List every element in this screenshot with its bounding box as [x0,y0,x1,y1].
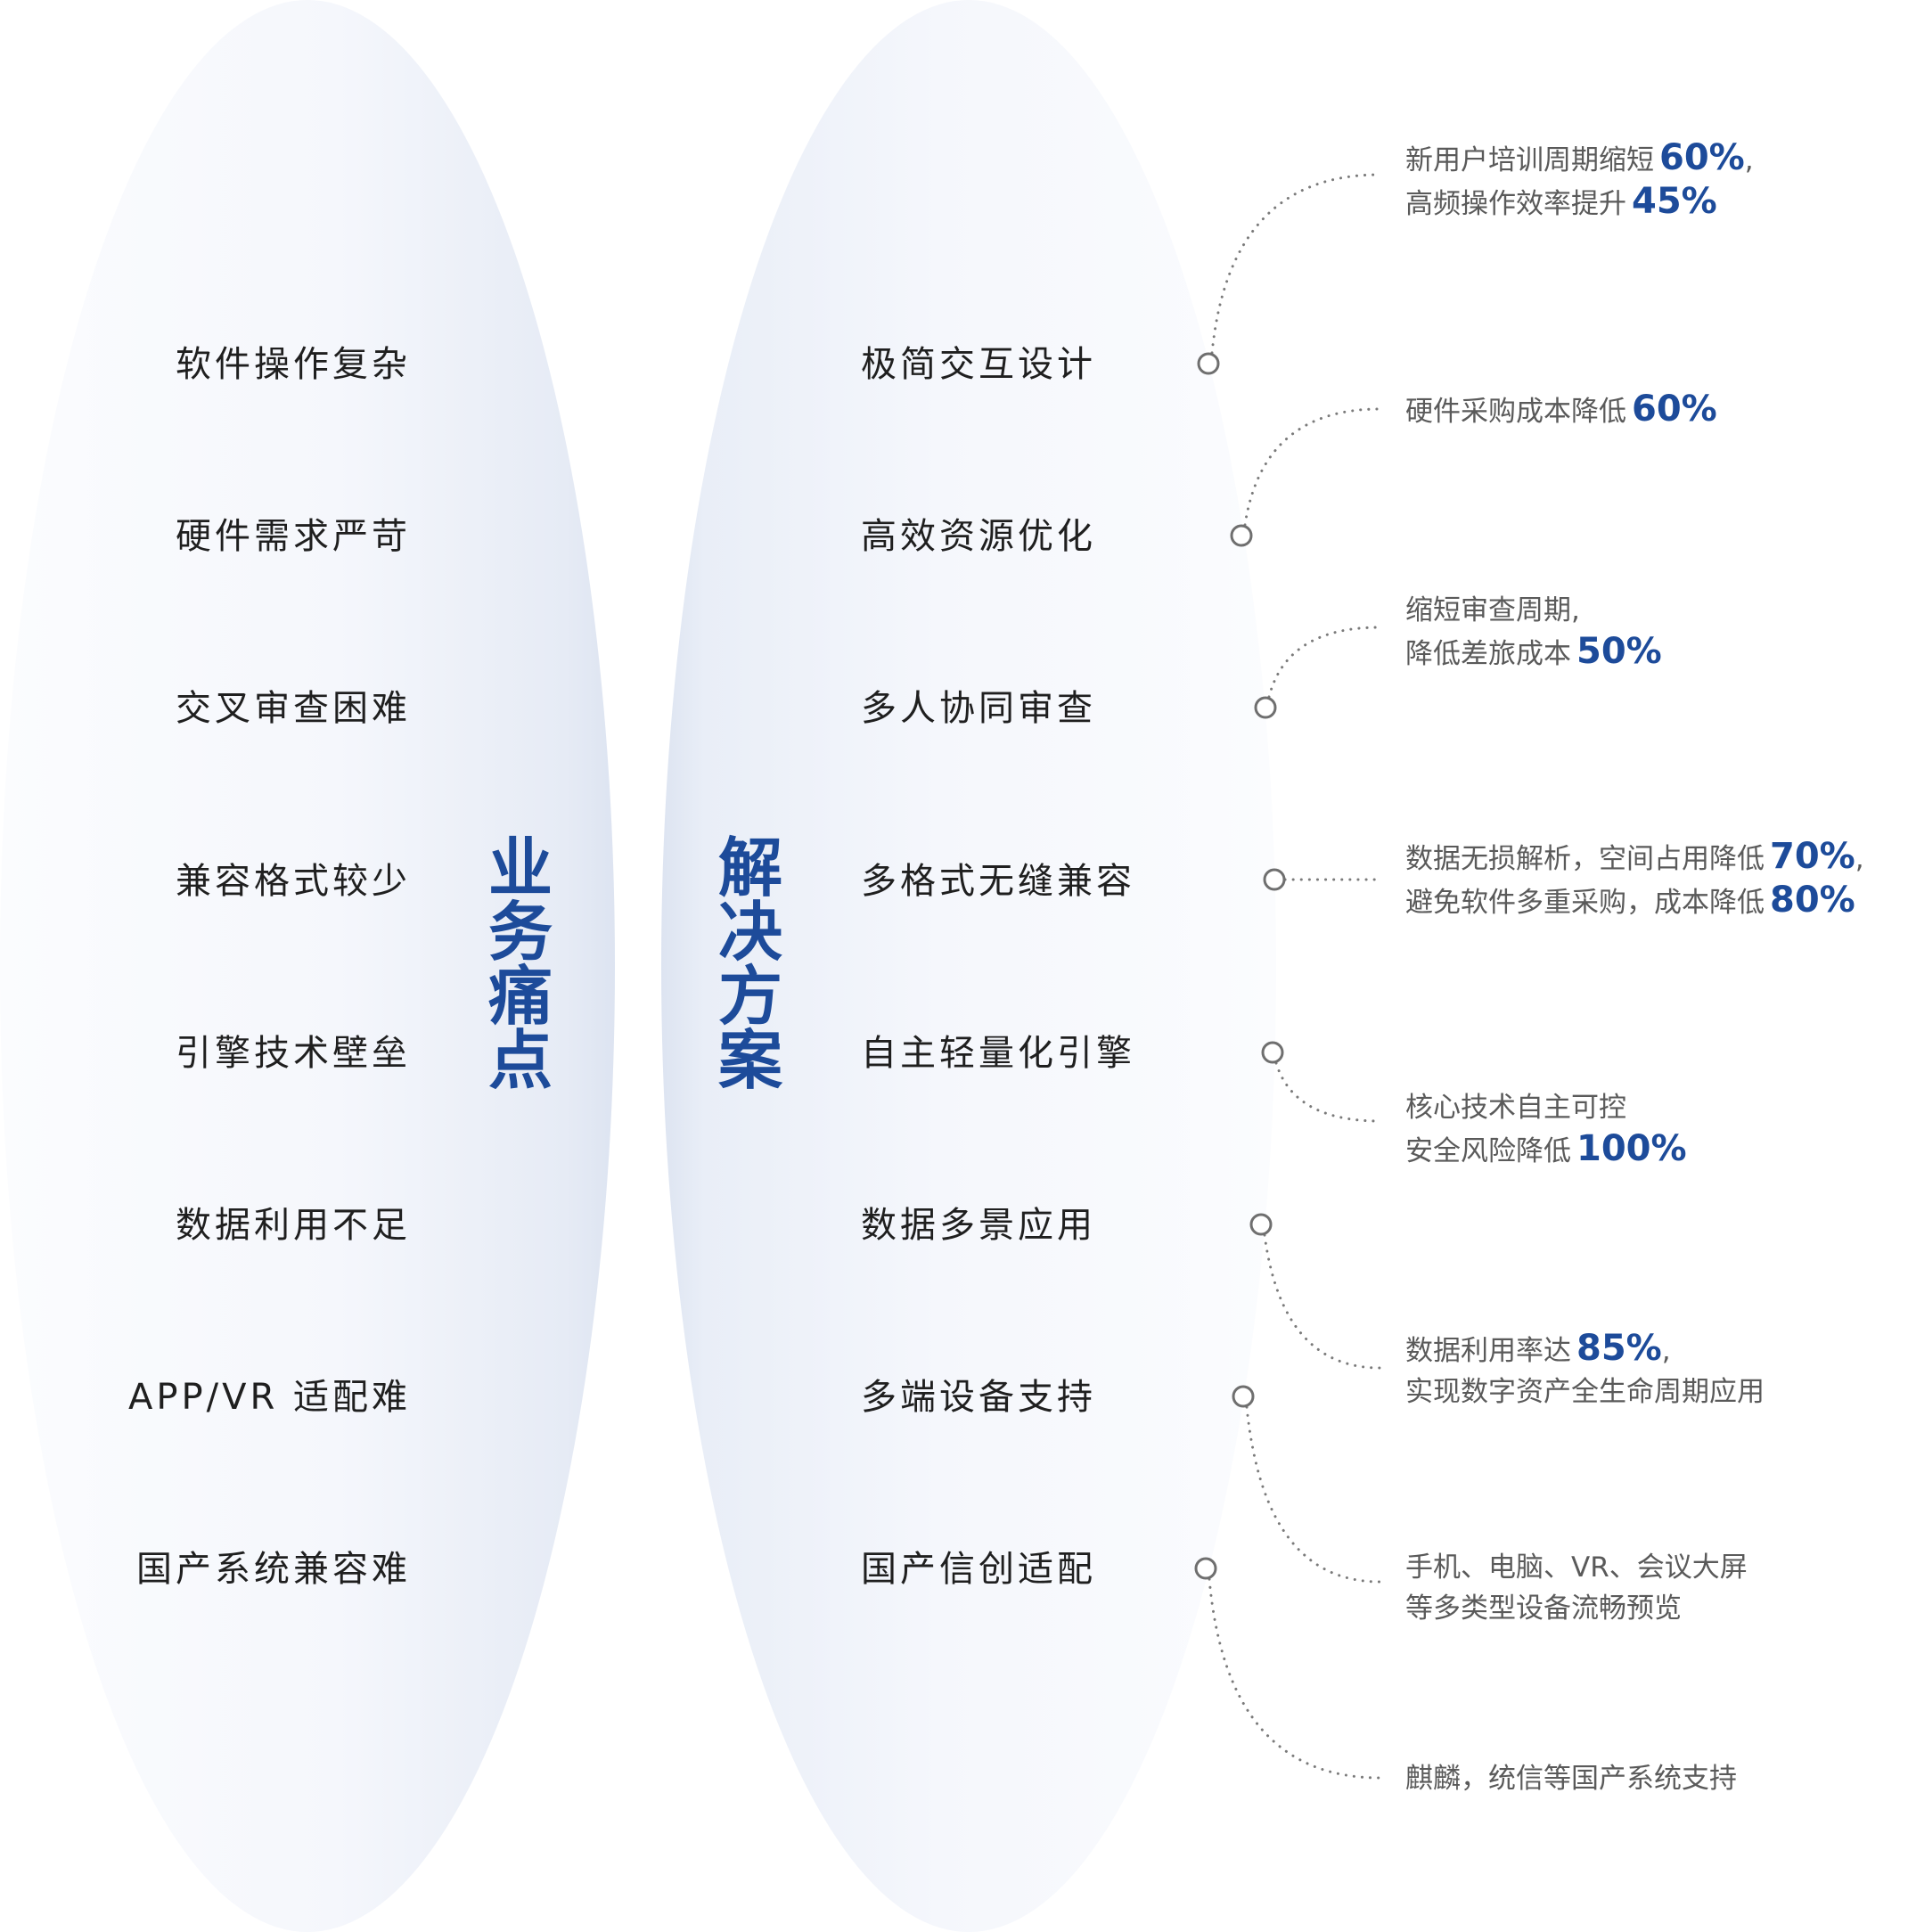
connector-node-1 [1197,352,1220,375]
benefit-text: 高频操作效率提升 [1405,188,1626,220]
connector-node-6 [1249,1213,1273,1236]
benefit-text: 新用户培训周期缩短 [1405,144,1654,176]
connector-line-3 [1267,626,1381,699]
benefit-line: 核心技术自主可控 [1405,1087,1687,1128]
pain-title-char: 点 [487,1023,553,1098]
benefit-line: 手机、电脑、VR、会议大屏 [1405,1547,1748,1588]
benefit-percent: 70% [1770,836,1855,877]
pain-item-4: 兼容格式较少 [176,861,411,902]
pain-item-8: 国产系统兼容难 [136,1549,411,1590]
connector-line-1 [1210,173,1381,355]
benefit-line: 麒麟，统信等国产系统支持 [1405,1758,1737,1799]
benefit-percent: 45% [1632,181,1717,222]
solution-item-6: 数据多景应用 [861,1205,1096,1246]
solution-item-4: 多格式无缝兼容 [861,861,1135,902]
benefit-text: 安全风险降低 [1405,1135,1571,1167]
benefit-line: 等多类型设备流畅预览 [1405,1588,1748,1629]
solution-title-char: 决 [717,895,782,970]
solution-item-8: 国产信创适配 [861,1549,1096,1590]
solution-item-7: 多端设备支持 [861,1377,1096,1418]
solution-item-5: 自主轻量化引擎 [861,1033,1135,1074]
benefit-8: 麒麟，统信等国产系统支持 [1405,1758,1737,1799]
benefit-7: 手机、电脑、VR、会议大屏 等多类型设备流畅预览 [1405,1547,1748,1629]
benefit-line: 实现数字资产全生命周期应用 [1405,1371,1765,1412]
pain-item-7: APP/VR 适配难 [128,1377,411,1418]
benefit-percent: 100% [1576,1128,1687,1169]
connector-line-6 [1263,1233,1381,1370]
solution-item-3: 多人协同审查 [861,688,1096,729]
solution-title-char: 案 [717,1023,782,1098]
connector-node-3 [1254,696,1277,719]
benefit-percent: 60% [1632,389,1717,430]
benefit-percent: 60% [1659,137,1745,178]
pain-points-title: 业 务 痛 点 [485,836,556,1093]
benefit-percent: 85% [1576,1328,1662,1369]
benefit-text: 数据利用率达 [1405,1335,1571,1367]
benefit-percent: 80% [1770,880,1855,921]
benefit-tail: , [1855,843,1864,875]
pain-title-char: 痛 [487,959,553,1034]
benefit-text: 麒麟，统信等国产系统支持 [1405,1763,1737,1795]
pain-points-ellipse [0,0,615,1932]
pain-title-char: 务 [487,895,553,970]
benefit-line: 缩短审查周期, [1405,590,1662,631]
pain-item-1: 软件操作复杂 [176,344,411,385]
benefit-text: 等多类型设备流畅预览 [1405,1592,1682,1625]
connector-node-7 [1232,1385,1255,1408]
connector-node-4 [1263,868,1286,891]
pain-item-2: 硬件需求严苛 [176,516,411,557]
benefit-text: 数据无损解析，空间占用降低 [1405,843,1765,875]
benefit-text: 降低差旅成本 [1405,638,1571,670]
solutions-ellipse [661,0,1276,1932]
benefit-text: 核心技术自主可控 [1405,1092,1626,1124]
solution-item-2: 高效资源优化 [861,516,1096,557]
solution-title-char: 方 [717,959,782,1034]
benefit-percent: 50% [1576,631,1662,672]
pain-title-char: 业 [487,831,553,905]
connector-node-5 [1261,1041,1284,1064]
connector-line-5 [1274,1061,1381,1123]
connector-node-8 [1194,1557,1217,1580]
connector-node-2 [1230,524,1253,547]
solutions-title: 解 决 方 案 [715,836,786,1093]
pain-item-5: 引擎技术壁垒 [176,1033,411,1074]
benefit-text: 避免软件多重采购，成本降低 [1405,887,1765,919]
connector-line-7 [1245,1405,1381,1584]
benefit-tail: , [1744,144,1754,176]
connector-line-2 [1243,407,1381,527]
solution-title-char: 解 [717,831,782,905]
pain-item-6: 数据利用不足 [176,1205,411,1246]
solution-item-1: 极简交互设计 [861,344,1096,385]
benefit-text: 手机、电脑、VR、会议大屏 [1405,1551,1748,1584]
benefit-text: 缩短审查周期, [1405,594,1580,626]
benefit-text: 硬件采购成本降低 [1405,396,1626,428]
benefit-text: 实现数字资产全生命周期应用 [1405,1376,1765,1408]
pain-item-3: 交叉审查困难 [176,688,411,729]
benefit-tail: , [1661,1335,1671,1367]
connector-line-8 [1208,1577,1381,1780]
